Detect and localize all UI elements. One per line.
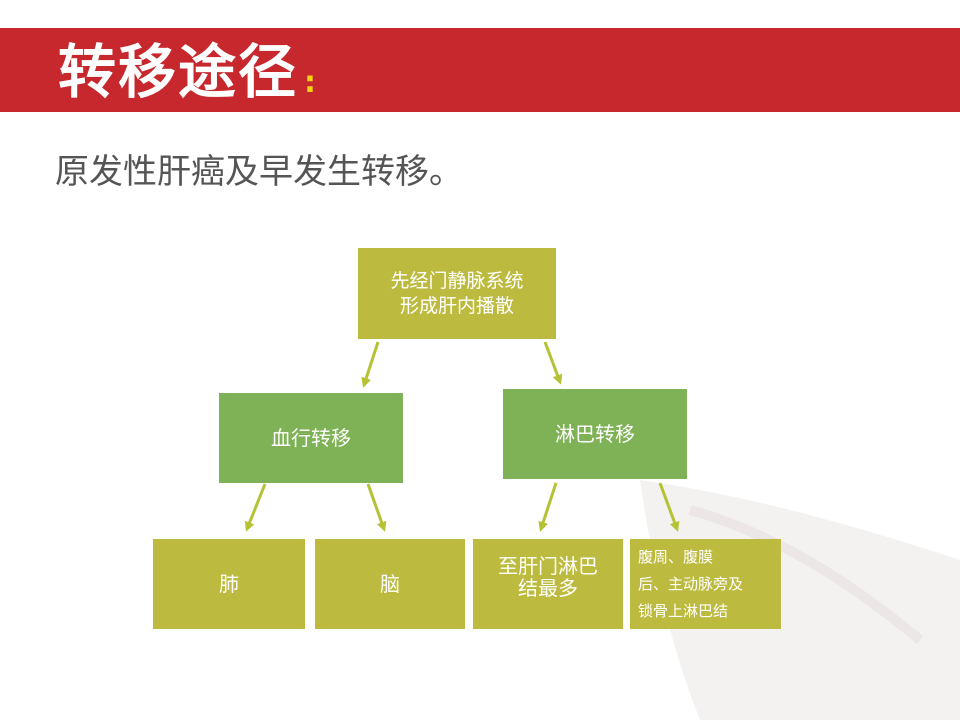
- peritoneal-lymph-node: 腹周、腹膜 后、主动脉旁及 锁骨上淋巴结: [630, 539, 781, 629]
- arrow-root-to-blood: [361, 341, 380, 388]
- hilar-lymph-node: 至肝门淋巴 结最多: [473, 539, 623, 629]
- arrow-lymph-to-hilar: [538, 482, 558, 532]
- root-node-label: 先经门静脉系统 形成肝内播散: [390, 269, 524, 317]
- lymph-metastasis-node: 淋巴转移: [503, 389, 687, 479]
- brain-label: 脑: [380, 572, 400, 596]
- slide-subtitle: 原发性肝癌及早发生转移。: [55, 152, 463, 192]
- lung-label: 肺: [219, 572, 239, 596]
- slide-title: 转移途径:: [58, 36, 318, 108]
- arrow-root-to-lymph: [543, 341, 563, 385]
- blood-metastasis-node: 血行转移: [219, 393, 403, 483]
- brain-node: 脑: [315, 539, 465, 629]
- lung-node: 肺: [153, 539, 305, 629]
- arrow-blood-to-brain: [366, 483, 387, 532]
- arrow-blood-to-lung: [244, 483, 267, 532]
- hilar-lymph-label: 至肝门淋巴 结最多: [498, 554, 598, 600]
- title-colon: :: [304, 65, 319, 100]
- root-node: 先经门静脉系统 形成肝内播散: [358, 248, 556, 339]
- title-bar: [0, 28, 960, 112]
- arrow-lymph-to-peritoneal: [658, 482, 680, 532]
- lymph-metastasis-label: 淋巴转移: [555, 422, 635, 446]
- blood-metastasis-label: 血行转移: [271, 426, 351, 450]
- peritoneal-lymph-label: 腹周、腹膜 后、主动脉旁及 锁骨上淋巴结: [638, 547, 744, 620]
- slide-title-text: 转移途径: [58, 38, 299, 106]
